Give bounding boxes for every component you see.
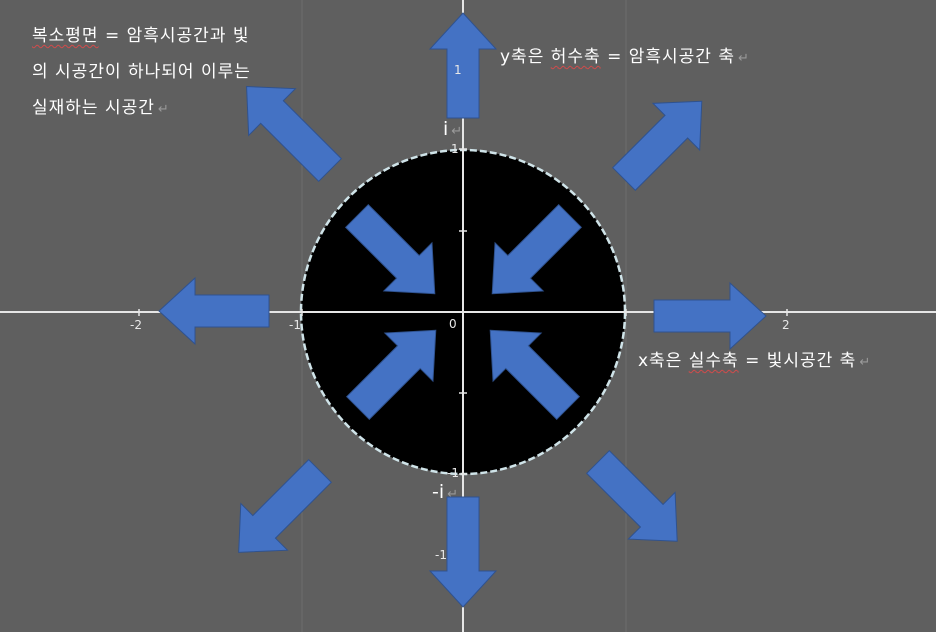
x-axis-note: x축은 실수축 = 빛시공간 축↵ bbox=[638, 351, 872, 371]
y-tick-label-circle-top: 1 bbox=[451, 142, 459, 156]
outward-arrow-left bbox=[158, 276, 270, 346]
negative-imaginary-unit-label: -i↵ bbox=[432, 481, 459, 503]
outward-arrow-down-right bbox=[585, 449, 678, 542]
x-tick-label-neg2: -2 bbox=[130, 318, 142, 332]
inward-arrows bbox=[344, 203, 583, 421]
y-tick-label-lower: -1 bbox=[435, 548, 447, 562]
inward-arrow-up-left bbox=[489, 329, 581, 421]
outward-arrow-down-left bbox=[238, 458, 333, 553]
outward-arrows bbox=[158, 12, 767, 608]
origin-label: 0 bbox=[449, 317, 457, 331]
y-axis-note: y축은 허수축 = 암흑시공간 축↵ bbox=[500, 47, 750, 67]
note-line-2: 의 시공간이 하나되어 이루는 bbox=[32, 62, 251, 82]
outward-arrow-right bbox=[653, 281, 767, 351]
inward-arrow-down-left bbox=[491, 203, 583, 295]
note-line-1: 복소평면 = 암흑시공간과 빛 bbox=[32, 26, 250, 46]
outward-arrow-up-left bbox=[246, 86, 343, 183]
x-tick-label-pos2: 2 bbox=[782, 318, 790, 332]
inward-arrow-up-right bbox=[345, 329, 437, 421]
y-tick-label-circle-bottom: -1 bbox=[447, 466, 459, 480]
x-tick-label-neg1: -1 bbox=[289, 318, 301, 332]
imaginary-unit-label: i↵ bbox=[443, 118, 463, 140]
outward-arrow-down bbox=[428, 496, 498, 608]
y-tick-label-upper: 1 bbox=[454, 63, 462, 77]
outward-arrow-up-right bbox=[611, 100, 703, 192]
inward-arrow-down-right bbox=[344, 203, 436, 295]
note-line-3: 실재하는 시공간↵ bbox=[32, 98, 170, 118]
complex-plane-note: 복소평면 = 암흑시공간과 빛 의 시공간이 하나되어 이루는 실재하는 시공간… bbox=[32, 18, 251, 128]
outward-arrow-up bbox=[428, 12, 498, 119]
